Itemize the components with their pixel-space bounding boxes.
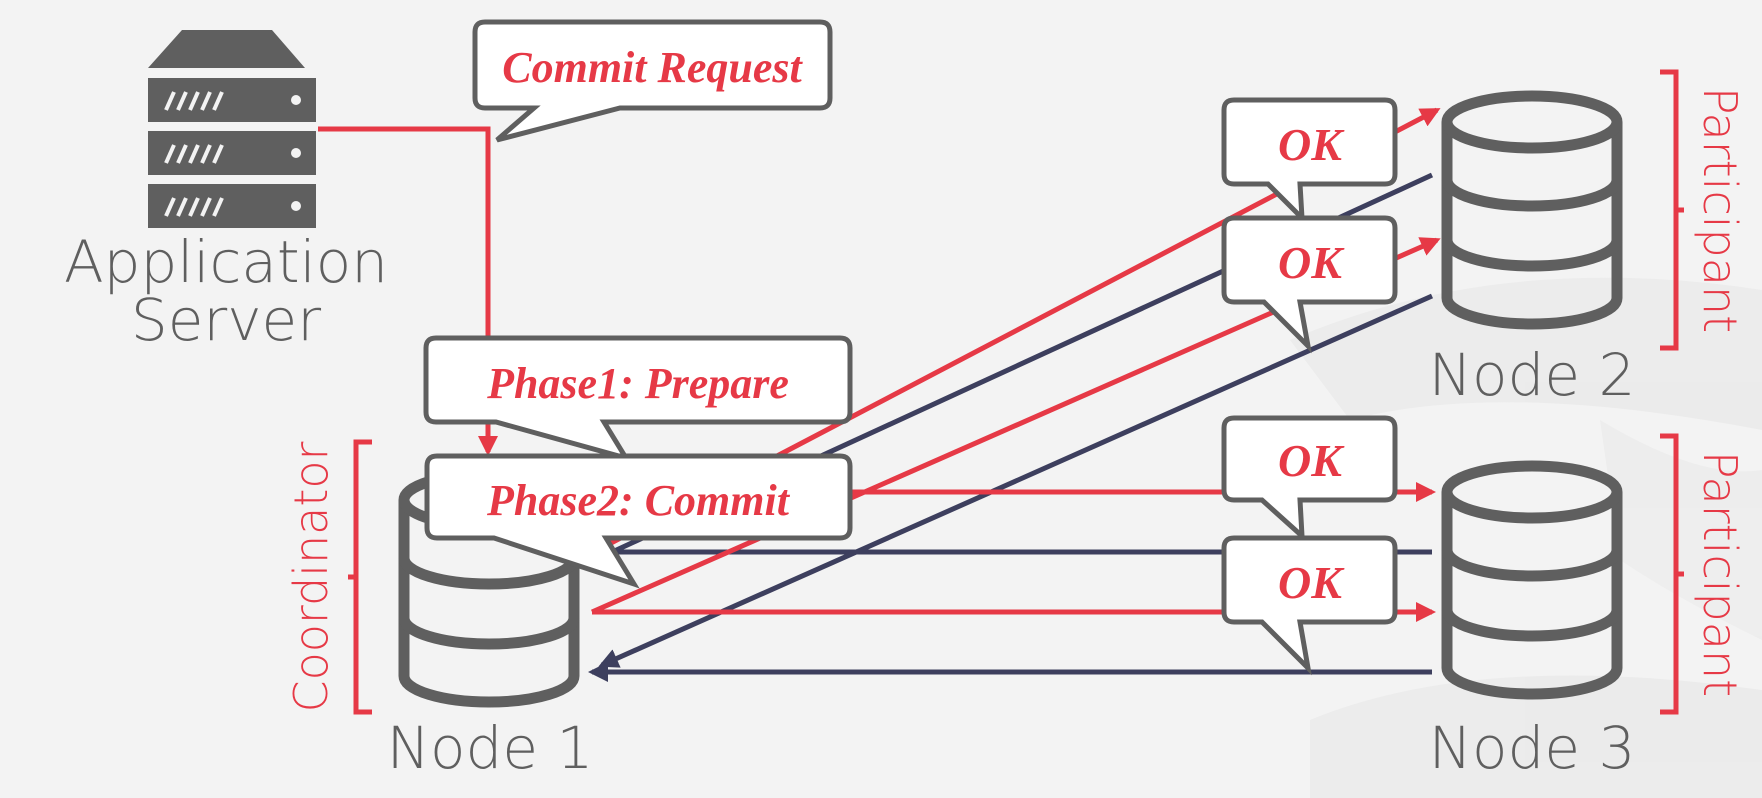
ok-text-1: OK [1278,119,1345,170]
background-watermark [1290,277,1762,798]
ok-callout-node3-phase1: OK [1221,415,1398,542]
node3-participant-bracket [1660,433,1684,715]
commit-request-callout: Commit Request [472,19,833,143]
ok-text-3: OK [1278,435,1345,486]
node2-label: Node 2 [1429,341,1636,409]
node3-participant-label: Participant [1693,451,1747,697]
phase1-text: Phase1: Prepare [486,359,789,408]
commit-request-text: Commit Request [502,43,803,92]
node2-participant-bracket [1660,69,1684,351]
node3-database-icon [1447,466,1617,694]
ok-callout-node2-phase1: OK [1221,97,1398,225]
node3-label: Node 3 [1429,714,1636,782]
ok-text-2: OK [1278,237,1345,288]
node1-label: Node 1 [387,714,594,782]
phase2-callout: Phase2: Commit [424,453,853,589]
coordinator-label: Coordinator [284,441,338,712]
app-server-label-line1: Application [64,228,388,296]
phase1-callout: Phase1: Prepare [423,335,853,463]
coordinator-bracket [348,439,372,715]
server-icon [148,30,316,228]
app-server-label-line2: Server [131,286,321,354]
ok-callout-node2-phase2: OK [1221,215,1398,354]
node2-participant-label: Participant [1693,87,1747,333]
ok-text-4: OK [1278,557,1345,608]
phase2-text: Phase2: Commit [486,476,791,525]
ok-callout-node3-phase2: OK [1221,535,1398,676]
